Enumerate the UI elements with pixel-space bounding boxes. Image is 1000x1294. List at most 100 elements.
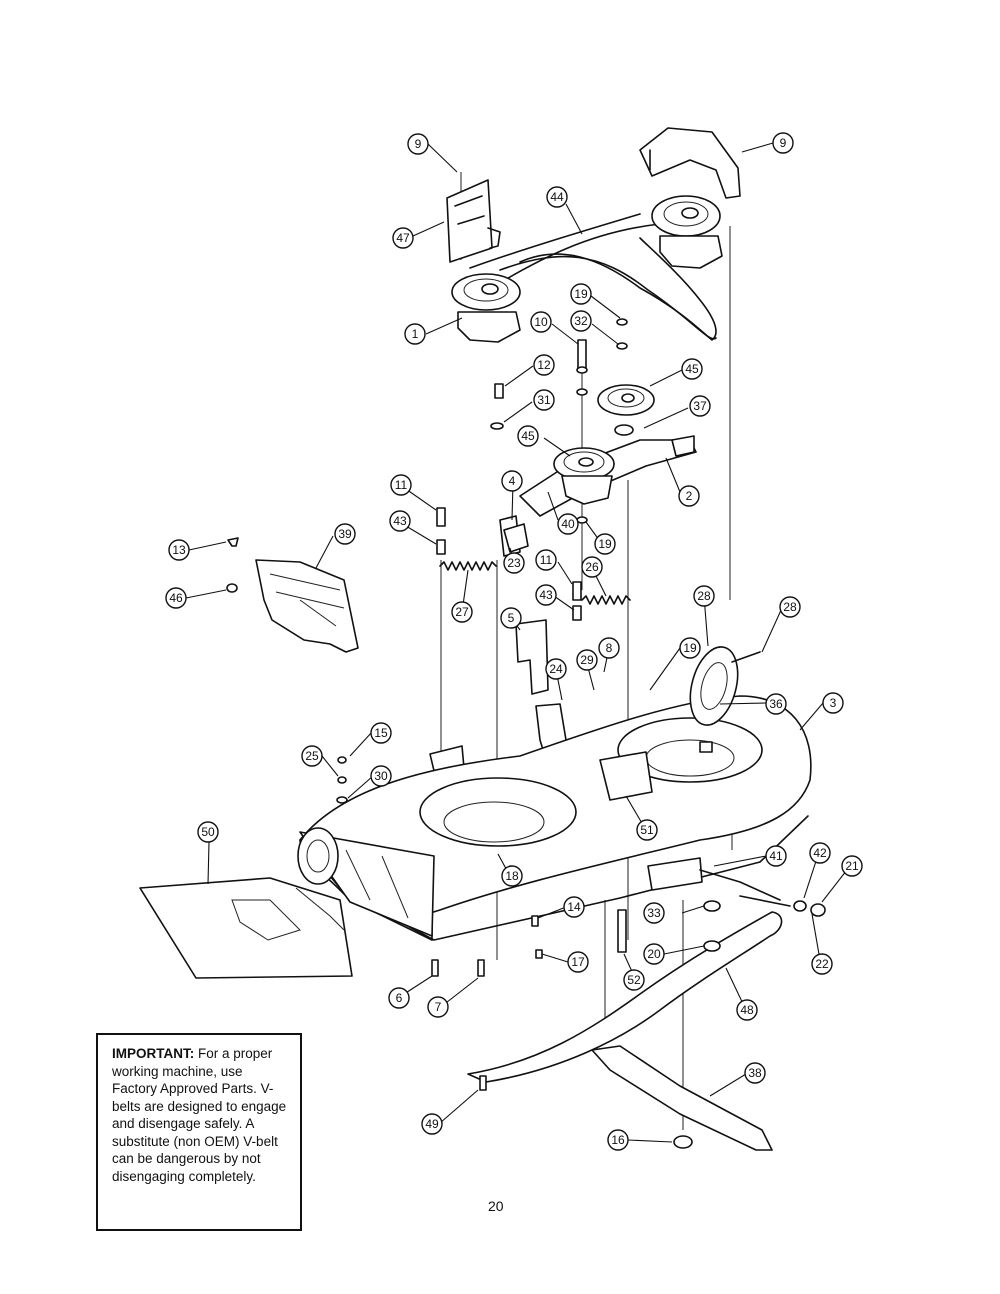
svg-text:37: 37 [693, 399, 707, 413]
callout-36: 36 [765, 693, 787, 715]
callout-18: 18 [501, 865, 523, 887]
svg-text:5: 5 [508, 611, 515, 625]
belt-guard-right [639, 127, 741, 199]
lift-rod [699, 869, 826, 917]
callout-10: 10 [530, 311, 552, 333]
svg-text:45: 45 [685, 362, 699, 376]
svg-text:26: 26 [585, 560, 599, 574]
hardware [226, 318, 634, 854]
idler-pulley-upper [597, 384, 655, 416]
callout-11-a: 11 [390, 474, 412, 496]
svg-text:11: 11 [540, 553, 553, 567]
callout-38: 38 [744, 1062, 766, 1084]
discharge-cover [255, 559, 359, 653]
callout-37: 37 [689, 395, 711, 417]
svg-text:47: 47 [396, 231, 410, 245]
svg-text:42: 42 [813, 846, 827, 860]
callout-24: 24 [545, 658, 567, 680]
svg-text:8: 8 [606, 641, 613, 655]
svg-text:28: 28 [783, 600, 797, 614]
svg-text:14: 14 [567, 900, 581, 914]
callout-45-a: 45 [681, 358, 703, 380]
callout-48: 48 [736, 999, 758, 1021]
idler-pulley-lower [553, 447, 615, 505]
svg-text:49: 49 [425, 1117, 439, 1131]
note-heading: IMPORTANT: [112, 1046, 195, 1061]
callout-8: 8 [598, 637, 620, 659]
svg-text:43: 43 [393, 514, 407, 528]
alignment-lines [440, 172, 733, 1130]
spring-27 [439, 561, 497, 571]
blade-baffle [467, 911, 783, 1083]
svg-text:16: 16 [611, 1133, 625, 1147]
callout-19-c: 19 [679, 637, 701, 659]
svg-text:2: 2 [686, 489, 693, 503]
callout-4: 4 [501, 470, 523, 492]
svg-text:41: 41 [769, 849, 783, 863]
callout-12: 12 [533, 354, 555, 376]
svg-text:23: 23 [507, 556, 521, 570]
callout-2: 2 [678, 485, 700, 507]
callout-13: 13 [168, 539, 190, 561]
spacer-parts [431, 900, 721, 1091]
callout-26: 26 [581, 556, 603, 578]
svg-text:6: 6 [396, 991, 403, 1005]
callout-51: 51 [636, 819, 658, 841]
callout-31: 31 [533, 389, 555, 411]
callout-7: 7 [427, 996, 449, 1018]
callout-29: 29 [576, 649, 598, 671]
callout-25: 25 [301, 745, 323, 767]
callout-3: 3 [822, 692, 844, 714]
callout-16: 16 [607, 1129, 629, 1151]
svg-text:30: 30 [374, 769, 388, 783]
callout-14: 14 [563, 896, 585, 918]
mower-blade [591, 1045, 773, 1151]
svg-text:50: 50 [201, 825, 215, 839]
spindle-pulley-right [651, 195, 723, 269]
svg-text:3: 3 [830, 696, 837, 710]
spindle-pulley-left [451, 273, 521, 343]
callout-9-right: 9 [772, 132, 794, 154]
svg-text:4: 4 [509, 474, 516, 488]
callout-23: 23 [503, 552, 525, 574]
callout-52: 52 [623, 969, 645, 991]
callout-42: 42 [809, 842, 831, 864]
svg-text:19: 19 [574, 287, 588, 301]
callout-22: 22 [811, 953, 833, 975]
callout-15: 15 [370, 722, 392, 744]
bracket-4 [499, 515, 529, 557]
callout-21: 21 [841, 855, 863, 877]
callout-27: 27 [451, 601, 473, 623]
callout-33: 33 [643, 902, 665, 924]
svg-text:1: 1 [412, 327, 419, 341]
svg-text:31: 31 [537, 393, 551, 407]
callout-28-b: 28 [779, 596, 801, 618]
note-body: For a proper working machine, use Factor… [112, 1046, 287, 1184]
callout-28-a: 28 [693, 585, 715, 607]
svg-text:24: 24 [549, 662, 563, 676]
svg-text:40: 40 [561, 517, 575, 531]
belt-guard-left [446, 179, 501, 263]
svg-text:19: 19 [598, 537, 612, 551]
callout-43-b: 43 [535, 584, 557, 606]
callout-41: 41 [765, 845, 787, 867]
callout-19-b: 19 [594, 533, 616, 555]
callout-19-a: 19 [570, 283, 592, 305]
svg-text:33: 33 [647, 906, 661, 920]
svg-text:25: 25 [305, 749, 319, 763]
callout-17: 17 [567, 951, 589, 973]
svg-text:11: 11 [395, 478, 408, 492]
svg-text:10: 10 [534, 315, 548, 329]
gauge-wheel-left [297, 827, 339, 885]
callout-47: 47 [392, 227, 414, 249]
callout-40: 40 [557, 513, 579, 535]
svg-text:20: 20 [647, 947, 661, 961]
svg-text:38: 38 [748, 1066, 762, 1080]
svg-text:43: 43 [539, 588, 553, 602]
svg-text:44: 44 [550, 190, 564, 204]
callout-32: 32 [570, 310, 592, 332]
blade-bolt [673, 1135, 693, 1149]
svg-text:9: 9 [780, 136, 787, 150]
svg-text:39: 39 [338, 527, 352, 541]
